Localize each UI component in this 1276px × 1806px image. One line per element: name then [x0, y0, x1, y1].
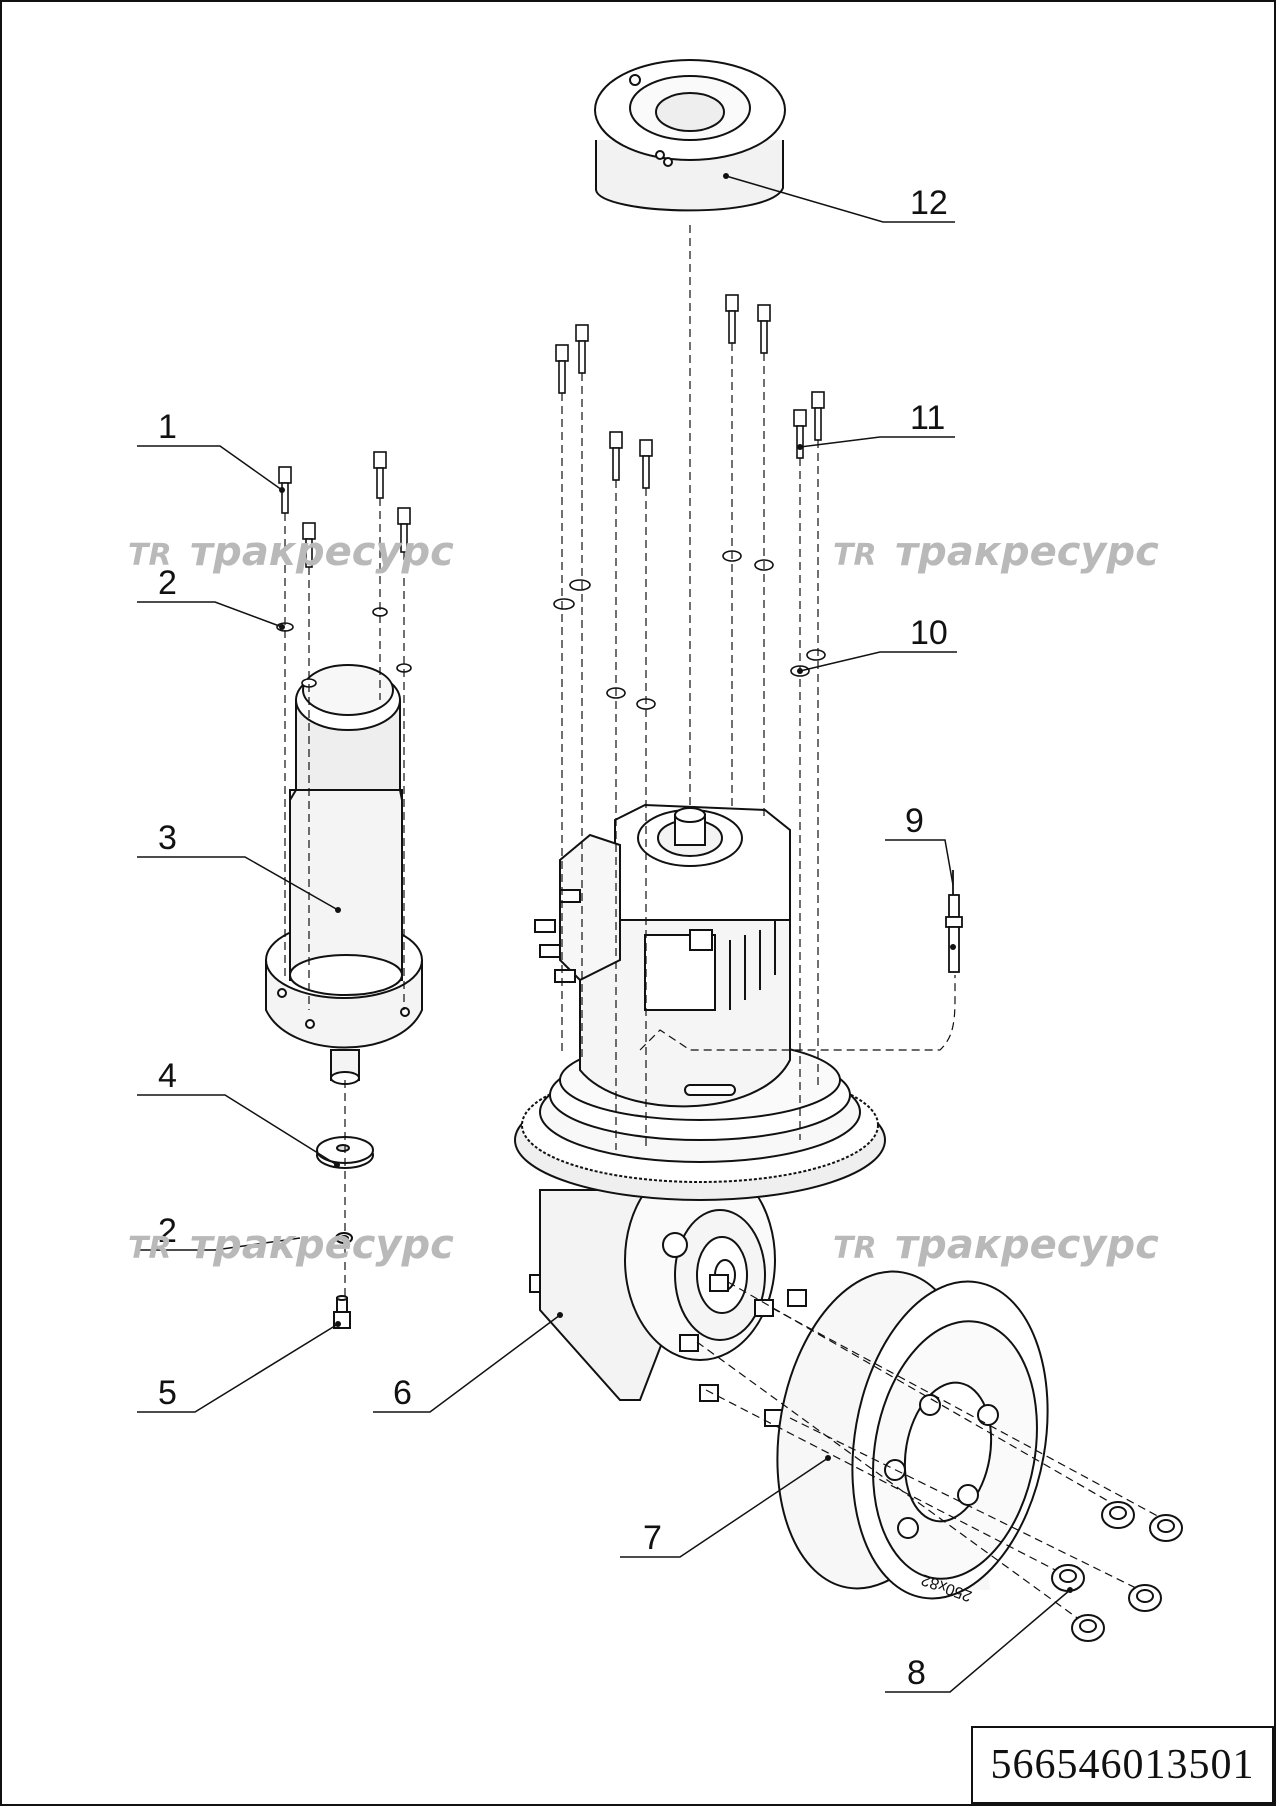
watermark-3: TR тракресурс [128, 1222, 454, 1268]
motor-body [534, 803, 791, 1108]
watermark-text: тракресурс [190, 529, 454, 575]
part-12-cover [594, 59, 786, 212]
leader-lines [137, 175, 1071, 1693]
sensor-cable [639, 975, 956, 1051]
part-7-wheel [776, 1270, 1049, 1600]
drawing-number-box: 566546013501 [971, 1726, 1274, 1804]
drawing-number: 566546013501 [990, 1742, 1255, 1788]
watermark-text: тракресурс [895, 1222, 1159, 1268]
part-2-washer-lower [335, 1232, 353, 1244]
guide-lines-left [284, 498, 405, 1300]
callout-12: 12 [910, 184, 948, 222]
part-3-cylinder [265, 664, 423, 1085]
callout-3: 3 [158, 819, 177, 857]
part-6-gearbox [529, 1159, 807, 1427]
watermark-4: TR тракресурс [833, 1222, 1159, 1268]
callout-11: 11 [910, 399, 945, 437]
callout-1: 1 [158, 408, 177, 446]
part-8-nuts [1051, 1501, 1183, 1642]
watermark-logo: TR [833, 1231, 877, 1266]
watermark-logo: TR [128, 538, 172, 573]
callout-8: 8 [907, 1654, 926, 1692]
watermark-2: TR тракресурс [833, 529, 1159, 575]
watermark-logo: TR [128, 1231, 172, 1266]
watermark-logo: TR [833, 538, 877, 573]
callout-10: 10 [910, 614, 948, 652]
part-10-washers [553, 550, 826, 710]
part-1-bolts-left [278, 451, 411, 568]
callout-4: 4 [158, 1057, 177, 1095]
callout-6: 6 [393, 1374, 412, 1412]
watermark-text: тракресурс [190, 1222, 454, 1268]
callout-5: 5 [158, 1374, 177, 1412]
callout-2-upper: 2 [158, 564, 177, 602]
callout-9: 9 [905, 802, 924, 840]
guide-lines-center [561, 225, 819, 1150]
leader-dots [279, 173, 1073, 1593]
guide-lines-wheel [696, 1281, 1166, 1621]
callout-2-lower: 2 [158, 1212, 177, 1250]
watermark-1: TR тракресурс [128, 529, 454, 575]
watermark-text: тракресурс [895, 529, 1159, 575]
part-11-bolts [555, 294, 825, 489]
part-9-sensor [945, 870, 963, 973]
callout-7: 7 [643, 1519, 662, 1557]
